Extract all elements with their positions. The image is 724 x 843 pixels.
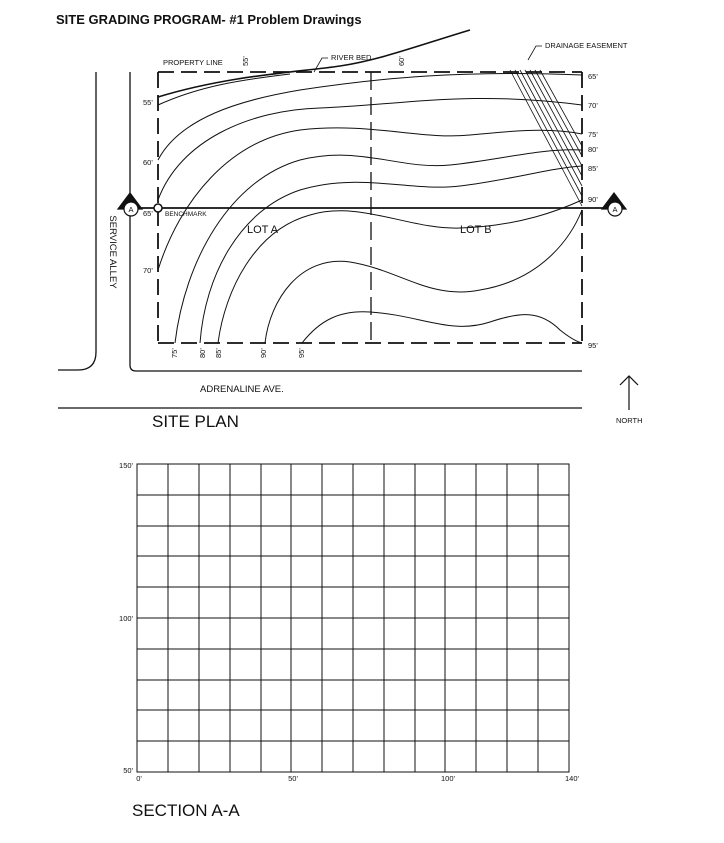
contour-95	[301, 311, 583, 344]
section-caption: SECTION A-A	[132, 801, 240, 820]
easement-leader	[527, 45, 542, 61]
section-marker-right-letter: A	[612, 205, 617, 214]
section-x-label: 0'	[136, 774, 142, 783]
contour-65	[157, 97, 583, 201]
contour-55	[157, 73, 291, 106]
contour-label-right: 95'	[588, 341, 598, 350]
contour-60	[157, 73, 583, 161]
north-arrow	[619, 375, 639, 410]
contour-75	[174, 149, 583, 344]
section-marker-left	[116, 192, 144, 217]
drainage-easement-hatch	[509, 69, 583, 207]
river-bed-label: RIVER BED	[331, 53, 372, 62]
site-plan-caption: SITE PLAN	[152, 412, 239, 431]
contour-label-top: 60'	[397, 56, 406, 66]
river-bed-leader	[313, 57, 328, 73]
contour-label-bottom: 80'	[198, 348, 207, 358]
contour-label-bottom: 90'	[259, 348, 268, 358]
river-bed	[157, 29, 471, 98]
lot-a-label: LOT A	[247, 224, 279, 236]
contour-80	[199, 165, 583, 344]
contour-label-left: 65'	[143, 209, 153, 218]
section-x-label: 140'	[565, 774, 580, 783]
contour-label-bottom: 75'	[170, 348, 179, 358]
benchmark-marker	[153, 203, 163, 213]
contour-label-right: 90'	[588, 195, 598, 204]
north-label: NORTH	[616, 416, 643, 425]
property-line-label: PROPERTY LINE	[163, 58, 223, 67]
street-label: ADRENALINE AVE.	[200, 384, 284, 395]
service-alley-label: SERVICE ALLEY	[107, 215, 118, 289]
contour-label-right: 80'	[588, 145, 598, 154]
section-x-label: 50'	[288, 774, 298, 783]
contour-label-right: 75'	[588, 130, 598, 139]
contour-label-left: 70'	[143, 266, 153, 275]
section-marker-left-letter: A	[128, 205, 133, 214]
alley-right-edge	[129, 72, 582, 372]
contour-70	[157, 127, 583, 271]
lot-b-label: LOT B	[460, 224, 492, 236]
contour-label-top: 55'	[241, 56, 250, 66]
grid-horizontal-lines	[137, 494, 569, 742]
contour-label-bottom: 95'	[297, 348, 306, 358]
section-labels: 150' 100' 50' 0' 50' 100' 140' SECTION A…	[119, 461, 579, 820]
section-x-label: 100'	[441, 774, 456, 783]
contour-label-left: 55'	[143, 98, 153, 107]
contour-label-right: 85'	[588, 164, 598, 173]
contour-label-right: 65'	[588, 72, 598, 81]
contour-lines	[157, 73, 583, 344]
benchmark-label: BENCHMARK	[165, 211, 207, 218]
contour-85	[217, 199, 583, 344]
contour-label-bottom: 85'	[214, 348, 223, 358]
site-plan-labels: PROPERTY LINE RIVER BED DRAINAGE EASEMEN…	[107, 41, 643, 431]
contour-label-left: 60'	[143, 158, 153, 167]
contour-90	[264, 209, 583, 344]
drainage-easement-label: DRAINAGE EASEMENT	[545, 41, 628, 50]
section-grid	[136, 463, 570, 773]
section-y-label: 150'	[119, 461, 134, 470]
page-title: SITE GRADING PROGRAM- #1 Problem Drawing…	[56, 12, 362, 27]
section-y-label: 100'	[119, 614, 134, 623]
site-plan	[58, 29, 639, 410]
contour-label-right: 70'	[588, 101, 598, 110]
section-y-label: 50'	[123, 766, 133, 775]
section-marker-right	[600, 192, 628, 217]
alley-left-edge	[58, 72, 97, 371]
